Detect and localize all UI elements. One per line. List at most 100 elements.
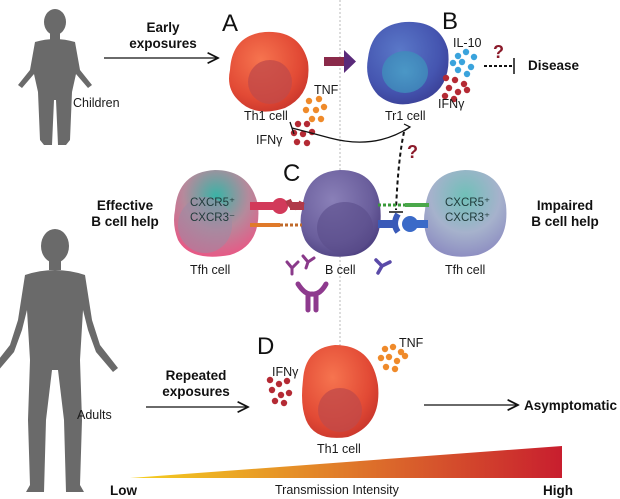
gradient-title: Transmission Intensity [275, 483, 399, 497]
panel-label-d: D [257, 333, 275, 360]
cytokine-dot [266, 376, 274, 384]
cytokine-dot [463, 86, 471, 94]
cytokine-dot [381, 345, 389, 353]
children-label: Children [73, 96, 120, 110]
tr1-cell [367, 21, 449, 105]
tnf-top-label: TNF [314, 83, 339, 97]
antibody-blue-icon [374, 258, 392, 275]
repeated-exposures-line1: Repeated [165, 368, 227, 383]
cytokine-dot [382, 363, 390, 371]
cytokine-dot [293, 138, 301, 146]
cytokine-dot [391, 365, 399, 373]
tfh-cell-right-label: Tfh cell [445, 263, 486, 277]
cytokine-dot [294, 120, 302, 128]
cytokine-dot [303, 120, 311, 128]
cytokine-dot [271, 397, 279, 405]
question-mark-disease: ? [493, 42, 504, 62]
tfh-cell-right [424, 170, 507, 257]
cytokine-dot [445, 84, 453, 92]
cytokine-dot [268, 386, 276, 394]
cytokine-dot [463, 70, 471, 78]
ifng-bottom-label: IFNγ [272, 365, 299, 379]
impaired-b-cell-help-label: Impaired B cell help [520, 198, 610, 230]
cytokine-dot [467, 63, 475, 71]
effective-line1: Effective [96, 198, 154, 213]
effective-b-cell-help-label: Effective B cell help [80, 198, 170, 230]
tr1-inhibition-curve [291, 126, 411, 143]
cytokine-dot [442, 74, 450, 82]
il10-cytokines-icon [449, 48, 478, 78]
th1-cell-bottom-label: Th1 cell [317, 442, 361, 456]
cytokine-dot [454, 52, 462, 60]
cytokine-dot [299, 130, 307, 138]
receptor-pair-blue-icon [378, 212, 428, 234]
cytokine-dot [280, 399, 288, 407]
th1-cell-top-label: Th1 cell [244, 109, 288, 123]
cytokine-dot [450, 95, 458, 103]
cytokine-dot [305, 97, 313, 105]
il10-label: IL-10 [453, 36, 482, 50]
ifng-cytokines-b-icon [441, 74, 471, 103]
left-cxcr5-marker: CXCR5⁺ [190, 197, 236, 209]
gradient-low-label: Low [110, 483, 137, 498]
receptor-pair-orange-icon [250, 223, 302, 227]
cytokine-dot [283, 377, 291, 385]
tnf-cytokines-top-icon [302, 95, 328, 123]
antibody-small-1-icon [285, 260, 300, 276]
antibody-small-2-icon [301, 254, 316, 270]
cytokine-dot [389, 343, 397, 351]
impaired-line1: Impaired [536, 198, 594, 213]
cytokine-dot [302, 106, 310, 114]
cytokine-dot [275, 380, 283, 388]
cytokine-dot [458, 58, 466, 66]
tfh-cell-left-label: Tfh cell [190, 263, 231, 277]
cytokine-dot [308, 115, 316, 123]
tr1-cell-label: Tr1 cell [385, 109, 426, 123]
ifng-cytokines-bottom-icon [266, 376, 293, 407]
cytokine-dot [377, 354, 385, 362]
cytokine-dot [312, 106, 320, 114]
tnf-cytokines-bottom-icon [377, 343, 409, 373]
question-mark-bcell: ? [407, 142, 418, 162]
asymptomatic-label: Asymptomatic [524, 398, 618, 413]
cytokine-dot [462, 48, 470, 56]
th1-cell-bottom [302, 345, 379, 438]
tnf-bottom-label: TNF [399, 336, 424, 350]
early-exposures-line1: Early [146, 20, 180, 35]
cytokine-dot [449, 59, 457, 67]
cytokine-dot [317, 115, 325, 123]
right-cxcr3-marker: CXCR3⁺ [445, 212, 491, 224]
b-cell [300, 170, 381, 257]
cytokine-dot [385, 353, 393, 361]
b-cell-label: B cell [325, 263, 356, 277]
panel-label-a: A [222, 10, 239, 37]
panel-label-b: B [442, 8, 459, 35]
cytokine-dot [451, 76, 459, 84]
gradient-high-label: High [543, 483, 573, 498]
receptor-pair-green-icon [378, 203, 429, 207]
repeated-exposures-label: Repeated exposures [158, 368, 234, 400]
tr1-to-bcell-inhibition [395, 131, 405, 211]
early-exposures-line2: exposures [129, 36, 197, 51]
adult-silhouette-icon [0, 229, 118, 492]
panel-label-c: C [283, 160, 301, 187]
cytokine-dot [277, 391, 285, 399]
cytokine-dot [441, 92, 449, 100]
cytokine-dot [393, 357, 401, 365]
impaired-line2: B cell help [531, 214, 599, 229]
cytokine-dot [454, 66, 462, 74]
cytokine-dot [315, 95, 323, 103]
transition-arrow-icon [324, 50, 356, 73]
ifng-b-label: IFNγ [438, 97, 465, 111]
antibody-large-icon [295, 281, 329, 313]
left-cxcr3-marker: CXCR3⁻ [190, 212, 236, 224]
cytokine-dot [401, 352, 409, 360]
receptor-pair-red-icon [250, 198, 305, 214]
cytokine-dot [454, 88, 462, 96]
tfh-cell-left [174, 170, 259, 257]
cytokine-dot [470, 53, 478, 61]
cytokine-dot [460, 80, 468, 88]
ifng-top-label: IFNγ [256, 133, 283, 147]
